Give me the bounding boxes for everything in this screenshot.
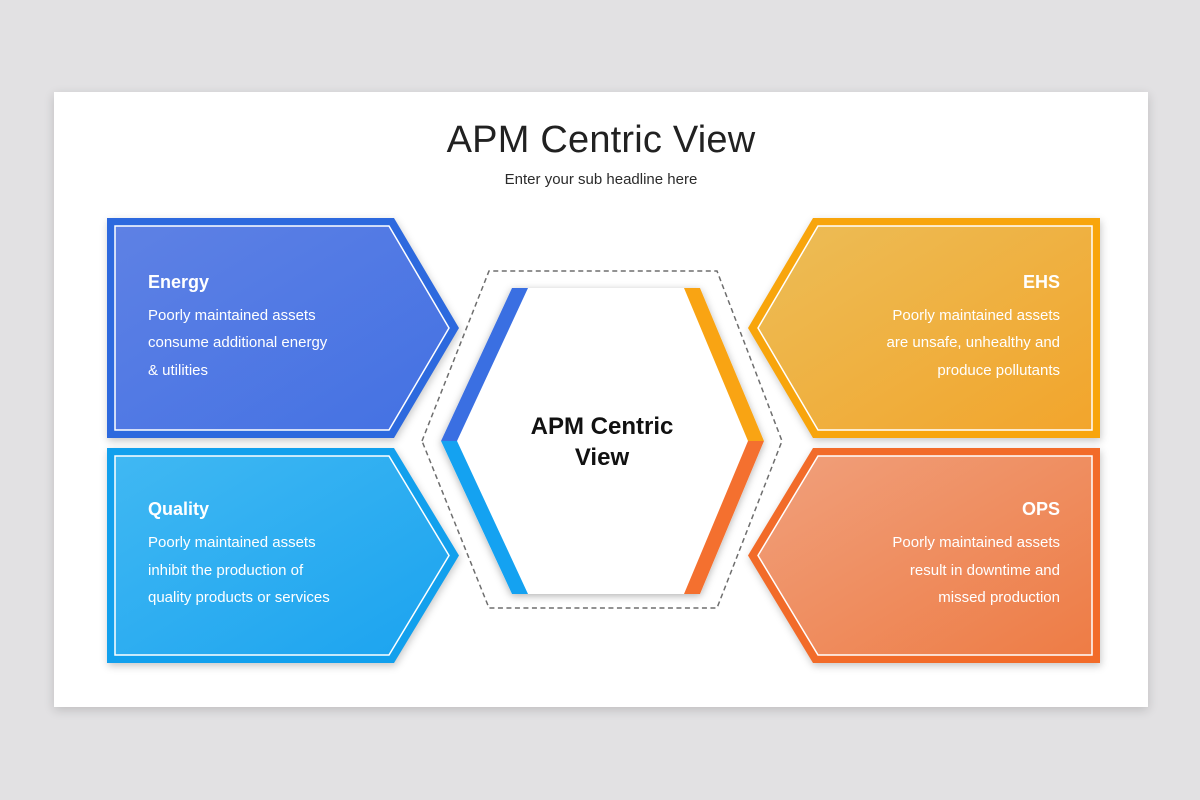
panel-ehs-body: Poorly maintained assets are unsafe, unh… xyxy=(886,306,1060,379)
ops-arrow-fill xyxy=(757,455,1093,656)
center-hexagon-label: APM Centric View xyxy=(530,413,674,471)
slide-subtitle: Enter your sub headline here xyxy=(504,171,698,188)
panel-energy-title: Energy xyxy=(148,271,210,292)
panel-energy-body: Poorly maintained assets consume additio… xyxy=(148,306,328,379)
hexagon-dashed-border xyxy=(421,270,783,609)
ehs-arrow-fill xyxy=(757,225,1093,431)
panel-energy: Energy Poorly maintained assets consume … xyxy=(107,218,459,438)
panel-quality-body: Poorly maintained assets inhibit the pro… xyxy=(148,534,330,607)
hexagon-band-top-left xyxy=(441,288,528,441)
center-hexagon xyxy=(421,270,783,609)
ehs-arrow-shape xyxy=(748,218,1100,438)
slide-title: APM Centric View xyxy=(446,119,756,161)
quality-arrow-fill xyxy=(114,455,450,656)
panel-ehs: EHS Poorly maintained assets are unsafe,… xyxy=(748,218,1100,438)
ops-arrow-shape xyxy=(748,448,1100,663)
hexagon-band-bottom-right xyxy=(684,441,764,594)
panel-ehs-title: EHS xyxy=(1022,271,1060,292)
panel-ops-body: Poorly maintained assets result in downt… xyxy=(892,534,1060,607)
hexagon-white-body xyxy=(441,288,764,594)
panel-quality: Quality Poorly maintained assets inhibit… xyxy=(107,448,459,663)
hexagon-band-top-right xyxy=(684,288,764,441)
slide-canvas: APM Centric View Enter your sub headline… xyxy=(54,92,1148,707)
panel-ops-title: OPS xyxy=(1021,499,1060,520)
hexagon-band-bottom-left xyxy=(441,441,528,594)
energy-arrow-fill xyxy=(114,225,450,431)
panel-ops: OPS Poorly maintained assets result in d… xyxy=(748,448,1100,663)
energy-arrow-shape xyxy=(107,218,459,438)
panel-quality-title: Quality xyxy=(148,499,210,520)
quality-arrow-shape xyxy=(107,448,459,663)
